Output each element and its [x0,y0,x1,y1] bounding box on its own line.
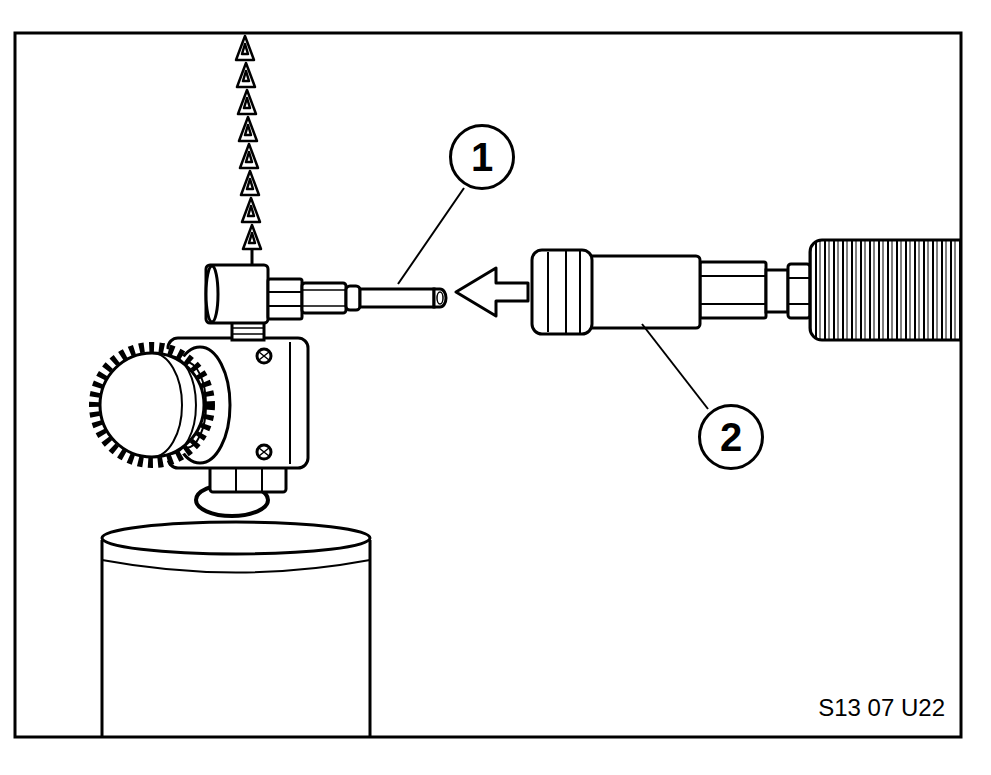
leader-line [642,324,708,409]
t-fitting [206,265,268,340]
connector-nipple [268,279,446,319]
leader-line [398,188,464,284]
callout-circle: 2 [698,404,764,470]
figure-code: S13 07 U22 [816,694,947,722]
gas-cylinder [102,522,370,737]
quick-coupling [532,250,810,334]
valve-nut [196,466,286,516]
frame [15,33,961,737]
regulator-knob [94,347,230,463]
chain [236,36,261,266]
drawing [94,36,961,737]
callout-number: 1 [471,137,493,177]
callout-number: 2 [720,417,742,457]
direction-arrow [456,268,528,316]
callout-circle: 1 [449,124,515,190]
hose [810,240,961,340]
